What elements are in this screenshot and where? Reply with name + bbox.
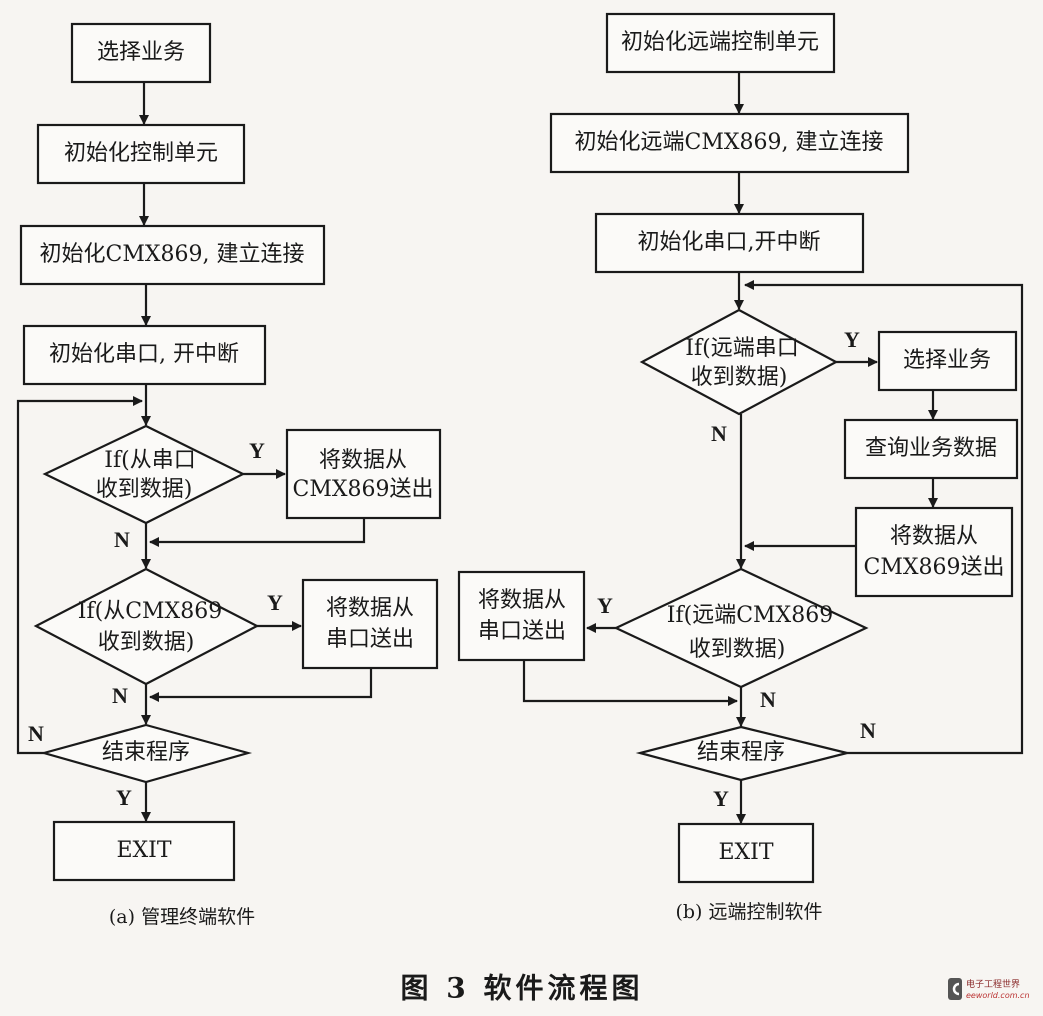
left-init-cmx-text: 初始化CMX869, 建立连接 bbox=[40, 242, 305, 267]
right-init-serial-box bbox=[594, 212, 865, 274]
right-end-yes-label: Y bbox=[713, 786, 729, 811]
figure-title: 图 3 软件流程图 bbox=[401, 972, 644, 1005]
right-d2-yes-label: Y bbox=[597, 593, 613, 618]
left-d2-no-label: N bbox=[112, 683, 128, 708]
left-init-ctrl-text: 初始化控制单元 bbox=[64, 141, 218, 166]
right-init-cmx-text: 初始化远端CMX869, 建立连接 bbox=[575, 130, 884, 155]
left-send-serial-box bbox=[301, 578, 439, 670]
right-d1-yes-label: Y bbox=[844, 327, 860, 352]
left-select-text: 选择业务 bbox=[97, 40, 185, 65]
right-exit-box bbox=[677, 822, 815, 884]
right-decision-cmx bbox=[613, 567, 869, 689]
right-init-cmx-box bbox=[549, 112, 910, 174]
right-d2-line2: 收到数据) bbox=[689, 637, 786, 662]
right-end-text: 结束程序 bbox=[697, 740, 785, 765]
right-d2-no-label: N bbox=[760, 687, 776, 712]
left-send-cmx-line1: 将数据从 bbox=[319, 448, 407, 473]
left-end-yes-label: Y bbox=[116, 785, 132, 810]
left-decision-cmx bbox=[33, 567, 260, 686]
left-d2-line1: If(从CMX869 bbox=[78, 599, 222, 624]
logo-line2: eeworld.com.cn bbox=[966, 991, 1030, 1000]
left-d1-line2: 收到数据) bbox=[96, 477, 193, 502]
right-d1-no-label: N bbox=[711, 421, 727, 446]
right-caption: (b) 远端控制软件 bbox=[675, 901, 822, 923]
left-init-serial-box bbox=[22, 324, 267, 386]
right-query-text: 查询业务数据 bbox=[865, 436, 997, 461]
right-select-box bbox=[877, 330, 1018, 392]
left-init-cmx-box bbox=[19, 224, 326, 286]
watermark-logo: 电子工程世界 eeworld.com.cn bbox=[948, 978, 1030, 1000]
left-exit-box bbox=[52, 820, 236, 882]
right-init-serial-text: 初始化串口,开中断 bbox=[638, 230, 821, 255]
left-send-cmx-box bbox=[285, 428, 442, 520]
left-caption: (a) 管理终端软件 bbox=[109, 906, 255, 928]
right-send-serial-line2: 串口送出 bbox=[478, 619, 566, 644]
left-end-text: 结束程序 bbox=[102, 740, 190, 765]
right-send-cmx-box bbox=[854, 506, 1014, 598]
left-exit-text: EXIT bbox=[116, 838, 171, 863]
left-d1-yes-label: Y bbox=[249, 438, 265, 463]
left-send-cmx-line2: CMX869送出 bbox=[292, 477, 433, 502]
right-d2-line1: If(远端CMX869 bbox=[667, 603, 833, 628]
left-d1-line1: If(从串口 bbox=[104, 448, 195, 473]
right-decision-serial bbox=[639, 308, 839, 416]
right-send-serial-line1: 将数据从 bbox=[478, 588, 566, 613]
left-merge-2 bbox=[149, 668, 373, 702]
right-exit-text: EXIT bbox=[718, 840, 773, 865]
right-init-ctrl-box bbox=[605, 12, 836, 74]
right-loop-back bbox=[744, 280, 1024, 755]
right-flowchart: 初始化远端控制单元 初始化远端CMX869, 建立连接 初始化串口,开中断 If… bbox=[457, 12, 1024, 923]
left-init-ctrl-box bbox=[36, 123, 246, 185]
left-init-serial-text: 初始化串口, 开中断 bbox=[49, 342, 239, 367]
left-send-serial-line2: 串口送出 bbox=[326, 627, 414, 652]
left-decision-serial bbox=[42, 424, 246, 525]
logo-line1: 电子工程世界 bbox=[966, 978, 1020, 990]
right-end-no-label: N bbox=[860, 718, 876, 743]
left-send-serial-line1: 将数据从 bbox=[326, 596, 414, 621]
right-select-text: 选择业务 bbox=[903, 348, 991, 373]
left-d2-yes-label: Y bbox=[267, 590, 283, 615]
left-flowchart: 选择业务 初始化控制单元 初始化CMX869, 建立连接 初始化串口, 开中断 … bbox=[16, 22, 442, 928]
right-send-serial-box bbox=[457, 570, 586, 662]
right-init-ctrl-text: 初始化远端控制单元 bbox=[621, 30, 819, 55]
left-merge-1 bbox=[149, 518, 366, 547]
left-end-no-label: N bbox=[28, 721, 44, 746]
right-merge-2 bbox=[522, 660, 738, 706]
right-d1-line2: 收到数据) bbox=[691, 365, 788, 390]
left-d2-line2: 收到数据) bbox=[98, 630, 195, 655]
right-d1-line1: If(远端串口 bbox=[685, 336, 798, 361]
left-loop-back bbox=[16, 396, 143, 755]
left-select-box bbox=[70, 22, 212, 84]
right-send-cmx-line1: 将数据从 bbox=[890, 524, 978, 549]
right-query-box bbox=[843, 418, 1019, 480]
right-send-cmx-line2: CMX869送出 bbox=[863, 555, 1004, 580]
left-d1-no-label: N bbox=[114, 527, 130, 552]
